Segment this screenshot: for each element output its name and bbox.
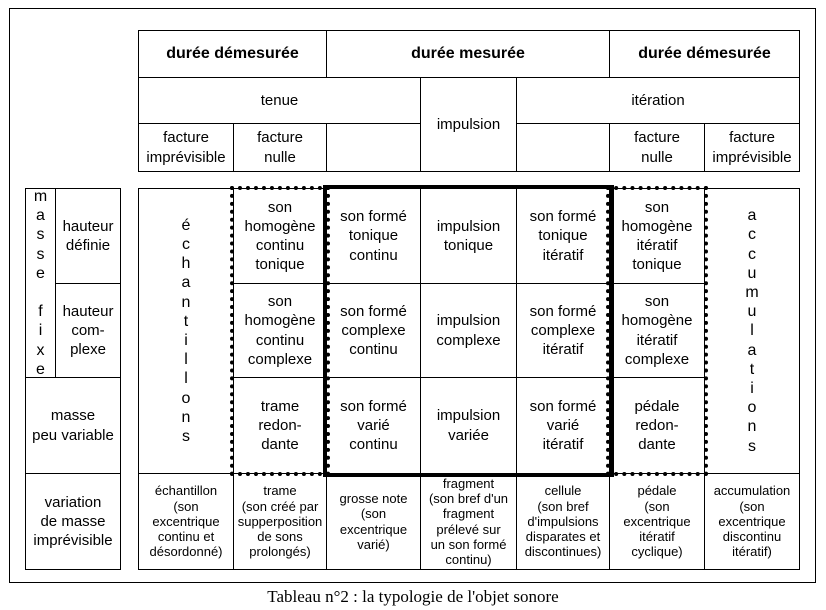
cell-son-forme-complexe-continu: son formé complexe continu	[326, 283, 421, 378]
header-right-duration: durée démesurée	[609, 30, 800, 78]
table-frame	[9, 8, 816, 583]
cell-son-homogene-continu-tonique: son homogène continu tonique	[233, 188, 327, 284]
cell-fragment: fragment (son bref d'un fragment prélevé…	[420, 473, 517, 570]
header-tenue: tenue	[138, 77, 421, 124]
cell-impulsion-variee: impulsion variée	[420, 377, 517, 474]
cell-son-homogene-iteratif-tonique: son homogène itératif tonique	[609, 188, 705, 284]
cell-son-homogene-iteratif-complexe: son homogène itératif complexe	[609, 283, 705, 378]
column-echantillons: é c h a n t i l l o n s	[138, 188, 234, 474]
header-impulsion: impulsion	[420, 77, 517, 172]
header-empty-iteration	[516, 123, 610, 172]
header-empty-tenue	[326, 123, 421, 172]
cell-grosse-note: grosse note (son excentrique varié)	[326, 473, 421, 570]
cell-pedale-redondante: pédale redon- dante	[609, 377, 705, 474]
row-label-variation-masse: variation de masse imprévisible	[25, 473, 121, 570]
cell-pedale: pédale (son excentrique itératif cycliqu…	[609, 473, 705, 570]
row-label-masse-peu-variable: masse peu variable	[25, 377, 121, 474]
cell-son-forme-tonique-iteratif: son formé tonique itératif	[516, 188, 610, 284]
cell-son-forme-varie-iteratif: son formé varié itératif	[516, 377, 610, 474]
header-facture-imprevisible-left: facture imprévisible	[138, 123, 234, 172]
cell-cellule: cellule (son bref d'impulsions disparate…	[516, 473, 610, 570]
cell-impulsion-tonique: impulsion tonique	[420, 188, 517, 284]
cell-trame: trame (son créé par supperposition de so…	[233, 473, 327, 570]
row-label-hauteur-definie: hauteur définie	[55, 188, 121, 284]
header-middle-duration: durée mesurée	[326, 30, 610, 78]
cell-son-forme-tonique-continu: son formé tonique continu	[326, 188, 421, 284]
cell-son-forme-varie-continu: son formé varié continu	[326, 377, 421, 474]
cell-accumulation: accumulation (son excentrique discontinu…	[704, 473, 800, 570]
header-facture-nulle-right: facture nulle	[609, 123, 705, 172]
cell-echantillon: échantillon (son excentrique continu et …	[138, 473, 234, 570]
header-facture-imprevisible-right: facture imprévisible	[704, 123, 800, 172]
cell-son-forme-complexe-iteratif: son formé complexe itératif	[516, 283, 610, 378]
cell-son-homogene-continu-complexe: son homogène continu complexe	[233, 283, 327, 378]
cell-trame-redondante: trame redon- dante	[233, 377, 327, 474]
header-left-duration: durée démesurée	[138, 30, 327, 78]
row-label-masse-fixe: m a s s e f i x e	[25, 188, 56, 378]
column-accumulations: a c c u m u l a t i o n s	[704, 188, 800, 474]
table-caption: Tableau n°2 : la typologie de l'objet so…	[267, 587, 559, 606]
cell-impulsion-complexe: impulsion complexe	[420, 283, 517, 378]
header-facture-nulle-left: facture nulle	[233, 123, 327, 172]
row-label-hauteur-complexe: hauteur com- plexe	[55, 283, 121, 378]
header-iteration: itération	[516, 77, 800, 124]
